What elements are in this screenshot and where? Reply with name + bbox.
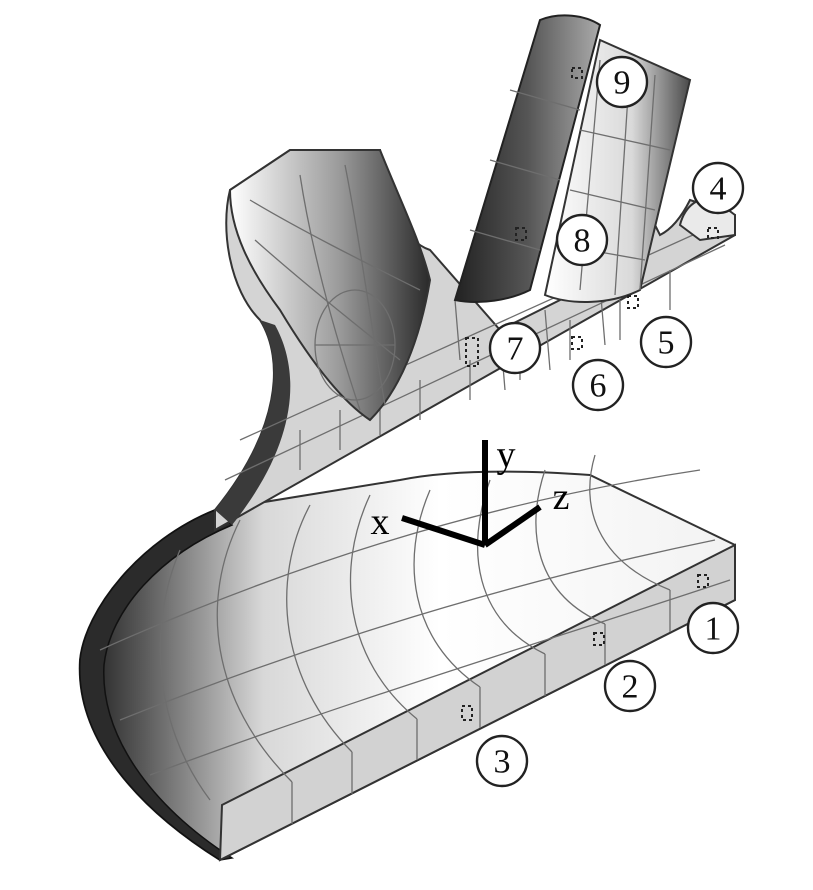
marker-7: 7 bbox=[488, 321, 542, 375]
main-pipe bbox=[78, 454, 736, 862]
svg-text:4: 4 bbox=[710, 171, 727, 208]
numbered-markers: 1 2 3 4 5 6 7 8 bbox=[475, 55, 745, 788]
svg-text:5: 5 bbox=[658, 325, 675, 362]
axis-label-x: x bbox=[371, 501, 390, 543]
svg-text:1: 1 bbox=[705, 611, 722, 648]
svg-text:6: 6 bbox=[590, 368, 607, 405]
svg-text:7: 7 bbox=[507, 331, 524, 368]
marker-6: 6 bbox=[571, 358, 625, 412]
svg-text:8: 8 bbox=[574, 223, 591, 260]
axis-label-y: y bbox=[497, 434, 516, 476]
svg-text:2: 2 bbox=[622, 669, 639, 706]
marker-9: 9 bbox=[595, 55, 649, 109]
svg-text:3: 3 bbox=[494, 744, 511, 781]
marker-5: 5 bbox=[639, 315, 693, 369]
small-branch-tube-dark bbox=[453, 14, 602, 303]
svg-text:9: 9 bbox=[614, 65, 631, 102]
coordinate-axes: y x z bbox=[371, 434, 570, 548]
axis-label-z: z bbox=[553, 476, 570, 518]
marker-8: 8 bbox=[555, 213, 609, 267]
marker-3: 3 bbox=[475, 734, 529, 788]
marker-1: 1 bbox=[686, 601, 740, 655]
marker-2: 2 bbox=[603, 659, 657, 713]
probe-marks bbox=[461, 67, 719, 721]
large-branch bbox=[228, 149, 432, 422]
marker-4: 4 bbox=[691, 161, 745, 215]
